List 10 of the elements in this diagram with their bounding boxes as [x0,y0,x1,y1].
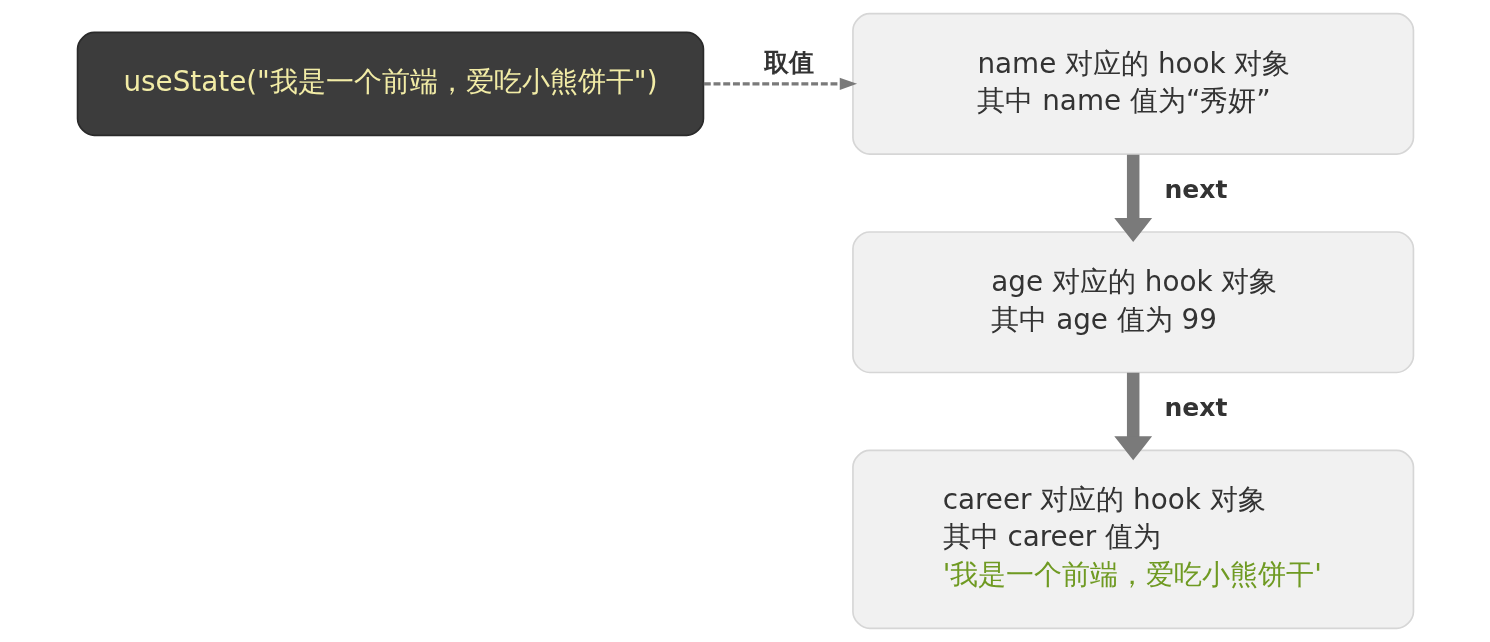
node-box: name 对应的 hook 对象 其中 name 值为“秀妍” [851,12,1414,155]
arrow [703,77,857,90]
edge-label: next [1163,393,1227,423]
arrow [1113,154,1152,243]
edge-label: next [1163,174,1227,204]
arrow [1113,372,1152,461]
node-box: useState("我是一个前端，爱吃小熊饼干") [76,31,704,137]
node-box: age 对应的 hook 对象 其中 age 值为 99 [851,231,1414,374]
edge-label: 取值 [763,47,814,77]
node-box: career 对应的 hook 对象 其中 career 值为 '我是一个前端，爱吃小熊饼干' [851,449,1414,630]
